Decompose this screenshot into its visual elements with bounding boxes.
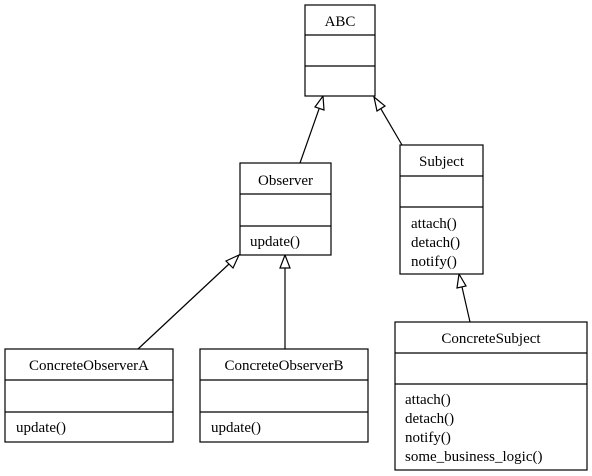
- class-concrete-observer-b[interactable]: ConcreteObserverB update(): [199, 348, 369, 443]
- method-update: update(): [250, 234, 300, 250]
- inheritance-arrow: [314, 94, 325, 111]
- edge-concrete-observer-b-to-observer: [279, 253, 291, 349]
- edge-subject-to-abc: [373, 95, 403, 146]
- class-abc[interactable]: ABC: [304, 4, 376, 97]
- class-name: ABC: [325, 14, 356, 30]
- edge-concrete-observer-a-to-observer: [137, 253, 241, 350]
- class-name: ConcreteObserverA: [29, 358, 149, 374]
- method-detach: detach(): [405, 411, 454, 427]
- method-attach: attach(): [405, 392, 451, 408]
- method-update: update(): [211, 420, 261, 436]
- class-name: Subject: [419, 154, 465, 170]
- inheritance-arrow: [279, 253, 291, 269]
- inheritance-arrow: [373, 95, 387, 112]
- edge-concrete-subject-to-subject: [456, 272, 471, 323]
- class-concrete-subject[interactable]: ConcreteSubject attach() detach() notify…: [394, 321, 588, 471]
- class-name: ConcreteObserverB: [224, 358, 343, 374]
- class-subject[interactable]: Subject attach() detach() notify(): [399, 144, 484, 275]
- method-notify: notify(): [405, 430, 451, 446]
- class-name: ConcreteSubject: [441, 331, 541, 347]
- inheritance-arrow: [224, 253, 241, 270]
- edge-observer-to-abc: [299, 94, 325, 164]
- method-attach: attach(): [411, 216, 457, 232]
- method-some-business-logic: some_business_logic(): [405, 449, 542, 465]
- class-concrete-observer-a[interactable]: ConcreteObserverA update(): [4, 348, 174, 443]
- class-name: Observer: [258, 173, 313, 189]
- method-detach: detach(): [411, 235, 460, 251]
- method-update: update(): [16, 420, 66, 436]
- inheritance-arrow: [456, 272, 467, 289]
- method-notify: notify(): [411, 254, 457, 270]
- class-observer[interactable]: Observer update(): [239, 162, 332, 256]
